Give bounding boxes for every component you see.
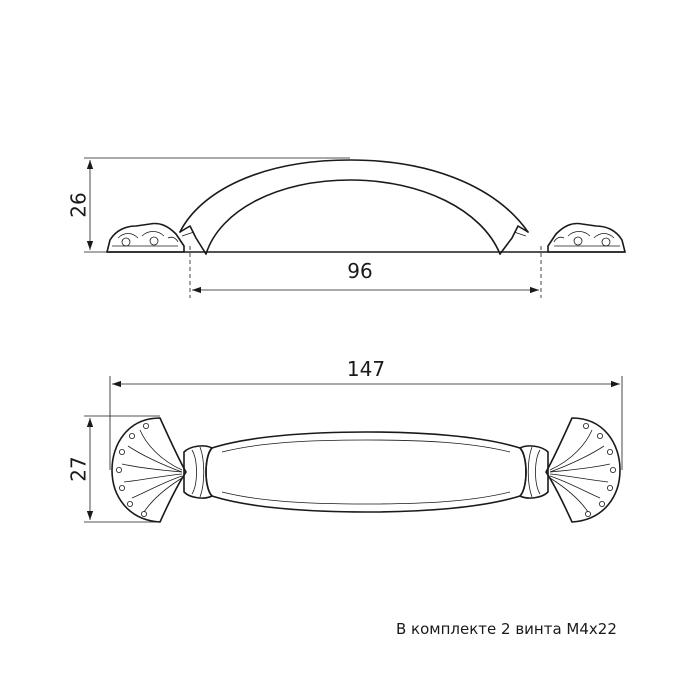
left-collar (183, 445, 213, 499)
left-foot (106, 222, 185, 253)
dimension-height-side: 26 (67, 157, 350, 253)
right-rosette (545, 417, 621, 523)
dimension-length: 147 (109, 357, 623, 470)
dimension-length-label: 147 (347, 357, 385, 381)
dimension-hole-spacing-label: 96 (347, 259, 372, 283)
dimension-height-side-label: 26 (67, 192, 91, 217)
dimension-height-top-label: 27 (67, 456, 91, 481)
side-view: 26 96 (67, 157, 626, 298)
handle-right-leg (499, 225, 529, 255)
right-foot (547, 222, 626, 253)
dimension-hole-spacing: 96 (189, 246, 542, 298)
top-view: 147 27 (67, 357, 623, 523)
handle-arch-outer (179, 159, 529, 233)
dimension-height-top: 27 (67, 415, 160, 523)
caption-text: В комплекте 2 винта М4х22 (396, 620, 617, 638)
handle-arch-inner (205, 179, 501, 255)
left-rosette (111, 417, 187, 523)
right-collar (519, 445, 549, 499)
grip-outline (205, 431, 527, 513)
